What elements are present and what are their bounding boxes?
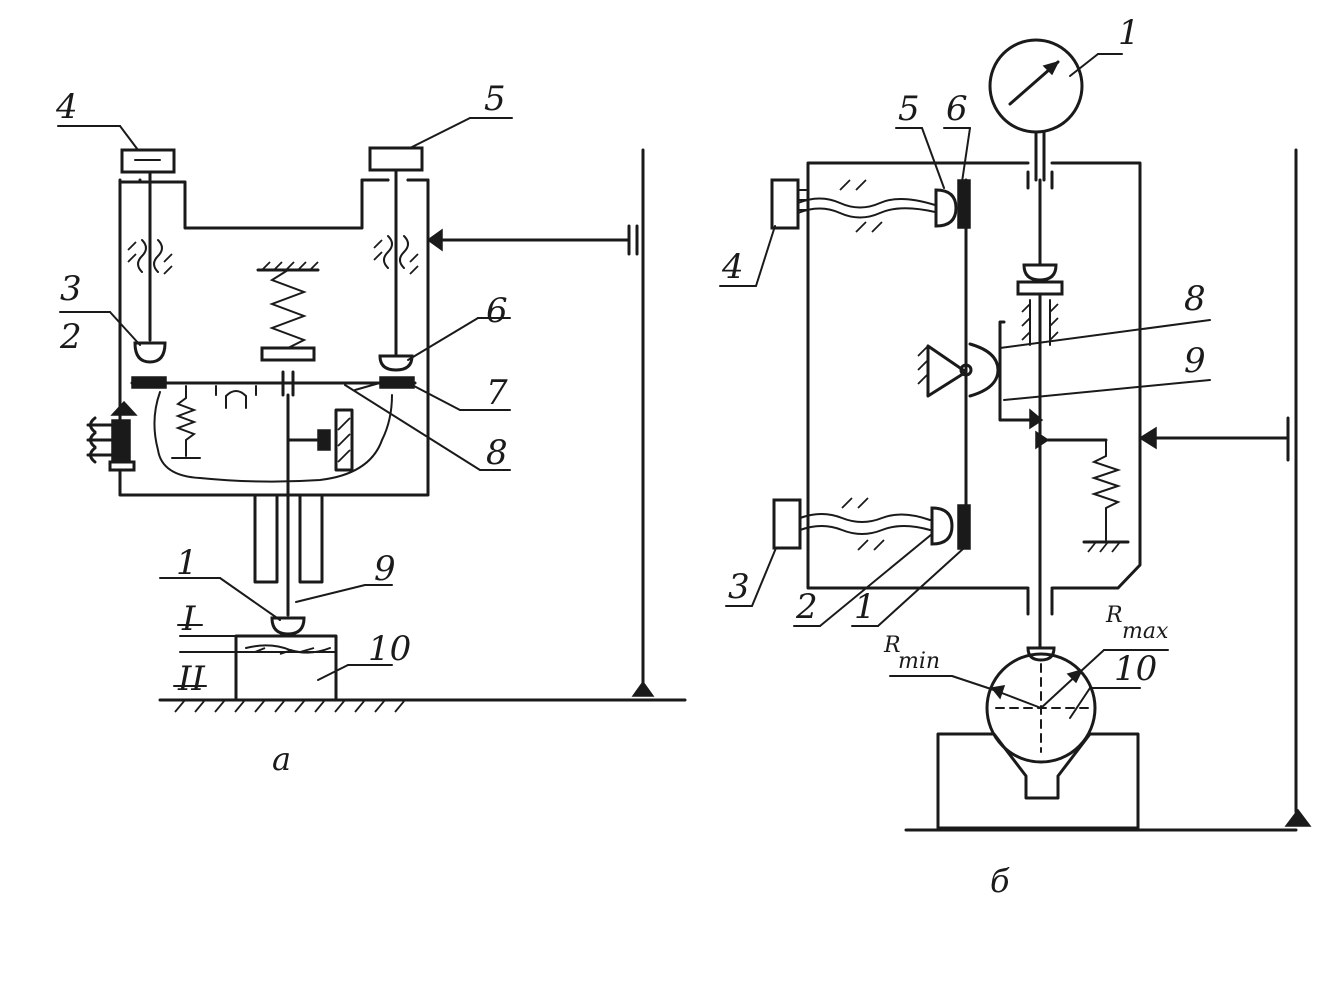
label-a-7: 7 (486, 373, 508, 413)
contact-screw-4-b (770, 178, 800, 230)
label-r-min: R (883, 633, 901, 658)
label-b-6: 6 (946, 89, 968, 129)
label-r-min-sub: min (898, 649, 940, 674)
contact-2-b (930, 506, 954, 546)
caption-b: б (990, 862, 1010, 900)
label-b-10: 10 (1114, 649, 1157, 689)
label-a-5: 5 (484, 79, 506, 119)
label-b-9: 9 (1184, 341, 1206, 381)
label-a-zone-II: II (177, 659, 205, 699)
contact-screw-3-b (772, 498, 802, 550)
label-a-6: 6 (486, 291, 508, 331)
label-b-3: 3 (728, 567, 750, 607)
label-r-max: R (1105, 603, 1123, 628)
dial-indicator (988, 38, 1084, 134)
caption-a: а (272, 740, 291, 778)
label-a-1: 1 (176, 543, 198, 583)
label-b-1-bottom: 1 (854, 587, 876, 627)
label-b-8: 8 (1184, 279, 1206, 319)
label-a-4: 4 (55, 87, 78, 127)
ball-10 (985, 652, 1097, 764)
label-a-zone-I: I (181, 599, 196, 639)
label-r-max-sub: max (1122, 619, 1169, 644)
scheme-b: 1 5 6 4 8 9 3 2 1 10 R min R max б (719, 13, 1312, 900)
workpiece-10 (234, 634, 338, 702)
label-b-2: 2 (795, 587, 818, 627)
contact-6 (378, 354, 414, 372)
bracket-9 (998, 320, 1042, 422)
contact-screw-5-head (368, 146, 424, 172)
v-block (936, 732, 1140, 830)
scheme-a: 4 5 3 2 6 7 8 1 9 10 I II а (55, 79, 687, 778)
housing-b (806, 161, 1142, 590)
label-a-2: 2 (59, 317, 82, 357)
label-a-9: 9 (374, 549, 396, 589)
coil (86, 416, 122, 464)
label-a-10: 10 (368, 629, 411, 669)
label-b-5: 5 (898, 89, 920, 129)
label-a-8: 8 (486, 433, 508, 473)
label-b-4: 4 (721, 247, 744, 287)
ground-hatch-a (174, 699, 406, 713)
contact-5-b (934, 188, 958, 228)
label-b-1-top: 1 (1118, 13, 1140, 53)
housing-a (118, 178, 430, 497)
pivot-8 (968, 342, 1000, 398)
contact-2 (133, 341, 167, 364)
label-a-3: 3 (60, 269, 82, 309)
measuring-tip-1 (270, 616, 306, 636)
